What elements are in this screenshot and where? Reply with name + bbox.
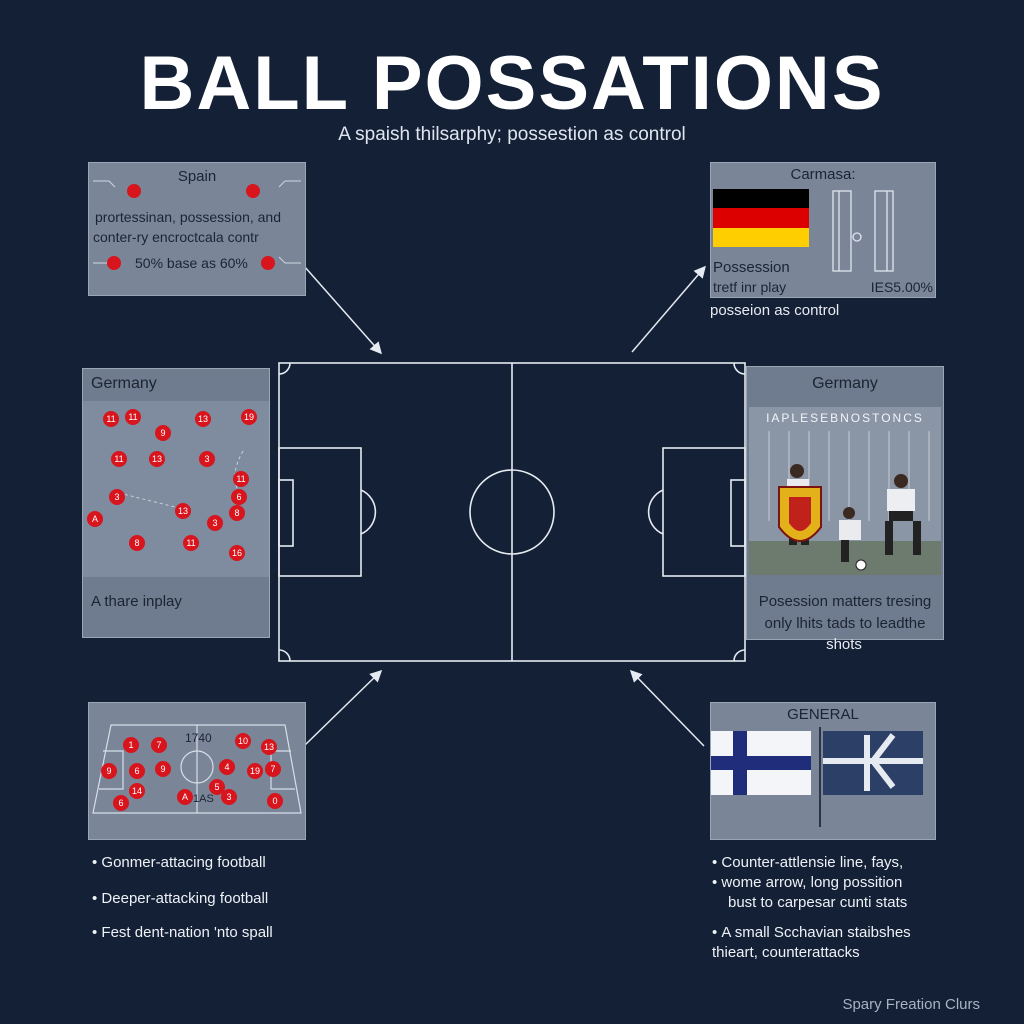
player-dot [261, 256, 275, 270]
player-dot: 19 [247, 763, 263, 779]
carmasa-caption: posseion as control [710, 302, 840, 319]
player-dot: 6 [129, 763, 145, 779]
player-dot: A [177, 789, 193, 805]
arrow-carmasa [631, 265, 706, 353]
ball-icon [855, 559, 867, 571]
bullet-right-3: bust to carpesar cunti stats [728, 894, 908, 911]
arrow-spain [303, 265, 382, 355]
germany-flag-icon [713, 189, 809, 247]
player-dot: 7 [265, 761, 281, 777]
player-dot: 3 [221, 789, 237, 805]
player-dot: 11 [125, 409, 141, 425]
players-photo: IAPLESEBNOSTONCS [749, 407, 941, 575]
bullet-icon: • [712, 924, 722, 941]
player-dot: 3 [109, 489, 125, 505]
player-dot: 10 [235, 733, 251, 749]
arrow-general [629, 669, 705, 747]
bullet-left-2: Deeper-attacking football [101, 890, 269, 907]
player-dot: 8 [229, 505, 245, 521]
photo-banner: IAPLESEBNOSTONCS [766, 411, 924, 425]
player-dot: 13 [175, 503, 191, 519]
player-dot: 9 [155, 761, 171, 777]
bullet-left-3: Fest dent-nation 'nto spall [101, 924, 273, 941]
player-dot: 11 [183, 535, 199, 551]
page-title: BALL POSSATIONS [139, 41, 885, 126]
spain-stat: 50% base as 60% [135, 255, 248, 271]
germany-right-caption-2: only lhits tads to leadthe [764, 615, 926, 632]
player-dot: 11 [103, 411, 119, 427]
panel-germany-right: Germany IAPLESEBNOSTONCS [746, 366, 944, 640]
arrow-mini-pitch [303, 669, 383, 747]
bullet-icon: • [92, 890, 102, 907]
bullet-right-1: Counter-attlensie line, fays, [721, 854, 904, 871]
germany-right-caption-1: Posession matters tresing [758, 593, 932, 610]
bullet-icon: • [92, 924, 102, 941]
carmasa-value: IES5.00% [870, 279, 933, 295]
general-title: GENERAL [787, 706, 859, 723]
player-dot: 5 [209, 779, 225, 795]
bullet-left-1: Gonmer-attacing football [101, 854, 266, 871]
player-dot: 16 [229, 545, 245, 561]
bullet-icon: • [92, 854, 102, 871]
spain-text-line2: conter-ry encroctcala contr [93, 229, 259, 245]
bullet-icon: • [712, 874, 722, 891]
player-dot [246, 184, 260, 198]
player-dot: 14 [129, 783, 145, 799]
player-dot: 11 [233, 471, 249, 487]
mini-pitch-label-bottom: 1AS [193, 793, 214, 805]
germany-left-caption: A thare inplay [91, 593, 182, 610]
carmasa-label: Possession [713, 259, 790, 276]
player-dot [127, 184, 141, 198]
player-dot: 3 [207, 515, 223, 531]
bullet-right-4: A small Scchavian staibshes [721, 924, 911, 941]
player-dot: 13 [261, 739, 277, 755]
player-dot: 4 [219, 759, 235, 775]
germany-right-title: Germany [812, 375, 878, 392]
spain-title: Spain [177, 168, 217, 185]
carmasa-title: Carmasa: [790, 166, 856, 183]
divider [819, 727, 821, 827]
mini-pitch-lines [92, 724, 302, 814]
player-dot: 7 [151, 737, 167, 753]
germany-left-title: Germany [91, 375, 157, 392]
bullet-right-2: wome arrow, long possition [721, 874, 903, 891]
central-pitch [278, 362, 746, 662]
player-dot: 19 [241, 409, 257, 425]
panel-general: GENERAL [710, 702, 936, 840]
panel-spain: Spain prortessinan, possession, and cont… [88, 162, 306, 296]
player-dot: 9 [155, 425, 171, 441]
spain-text-line1: prortessinan, possession, and [95, 209, 281, 225]
goal-diagram-icon [832, 190, 894, 272]
player-dot: 9 [101, 763, 117, 779]
carmasa-sub: tretf inr play [713, 279, 787, 295]
player-dot: 6 [113, 795, 129, 811]
players-illustration [749, 431, 941, 575]
bullet-right-5: thieart, counterattacks [712, 944, 860, 961]
player-dot: 13 [149, 451, 165, 467]
player-figure [839, 507, 861, 562]
footer-credit: Spary Freation Clurs [842, 996, 980, 1013]
player-dot: A [87, 511, 103, 527]
finland-flag-icon [711, 731, 811, 795]
player-dot: 1 [123, 737, 139, 753]
player-figure [885, 474, 921, 555]
mini-pitch-label-top: 1740 [185, 731, 212, 745]
player-dot: 13 [195, 411, 211, 427]
player-dot: 0 [267, 793, 283, 809]
bullet-icon: • [712, 854, 722, 871]
player-dot: 11 [111, 451, 127, 467]
player-dot: 3 [199, 451, 215, 467]
panel-carmasa: Carmasa: Possession tretf inr play IES5.… [710, 162, 936, 298]
player-dot: 8 [129, 535, 145, 551]
germany-right-caption-3: shots [826, 636, 862, 653]
nordic-flag-icon [823, 731, 923, 795]
page-subtitle: A spaish thilsarphy; possestion as contr… [338, 124, 686, 145]
player-dot [107, 256, 121, 270]
player-dot: 6 [231, 489, 247, 505]
